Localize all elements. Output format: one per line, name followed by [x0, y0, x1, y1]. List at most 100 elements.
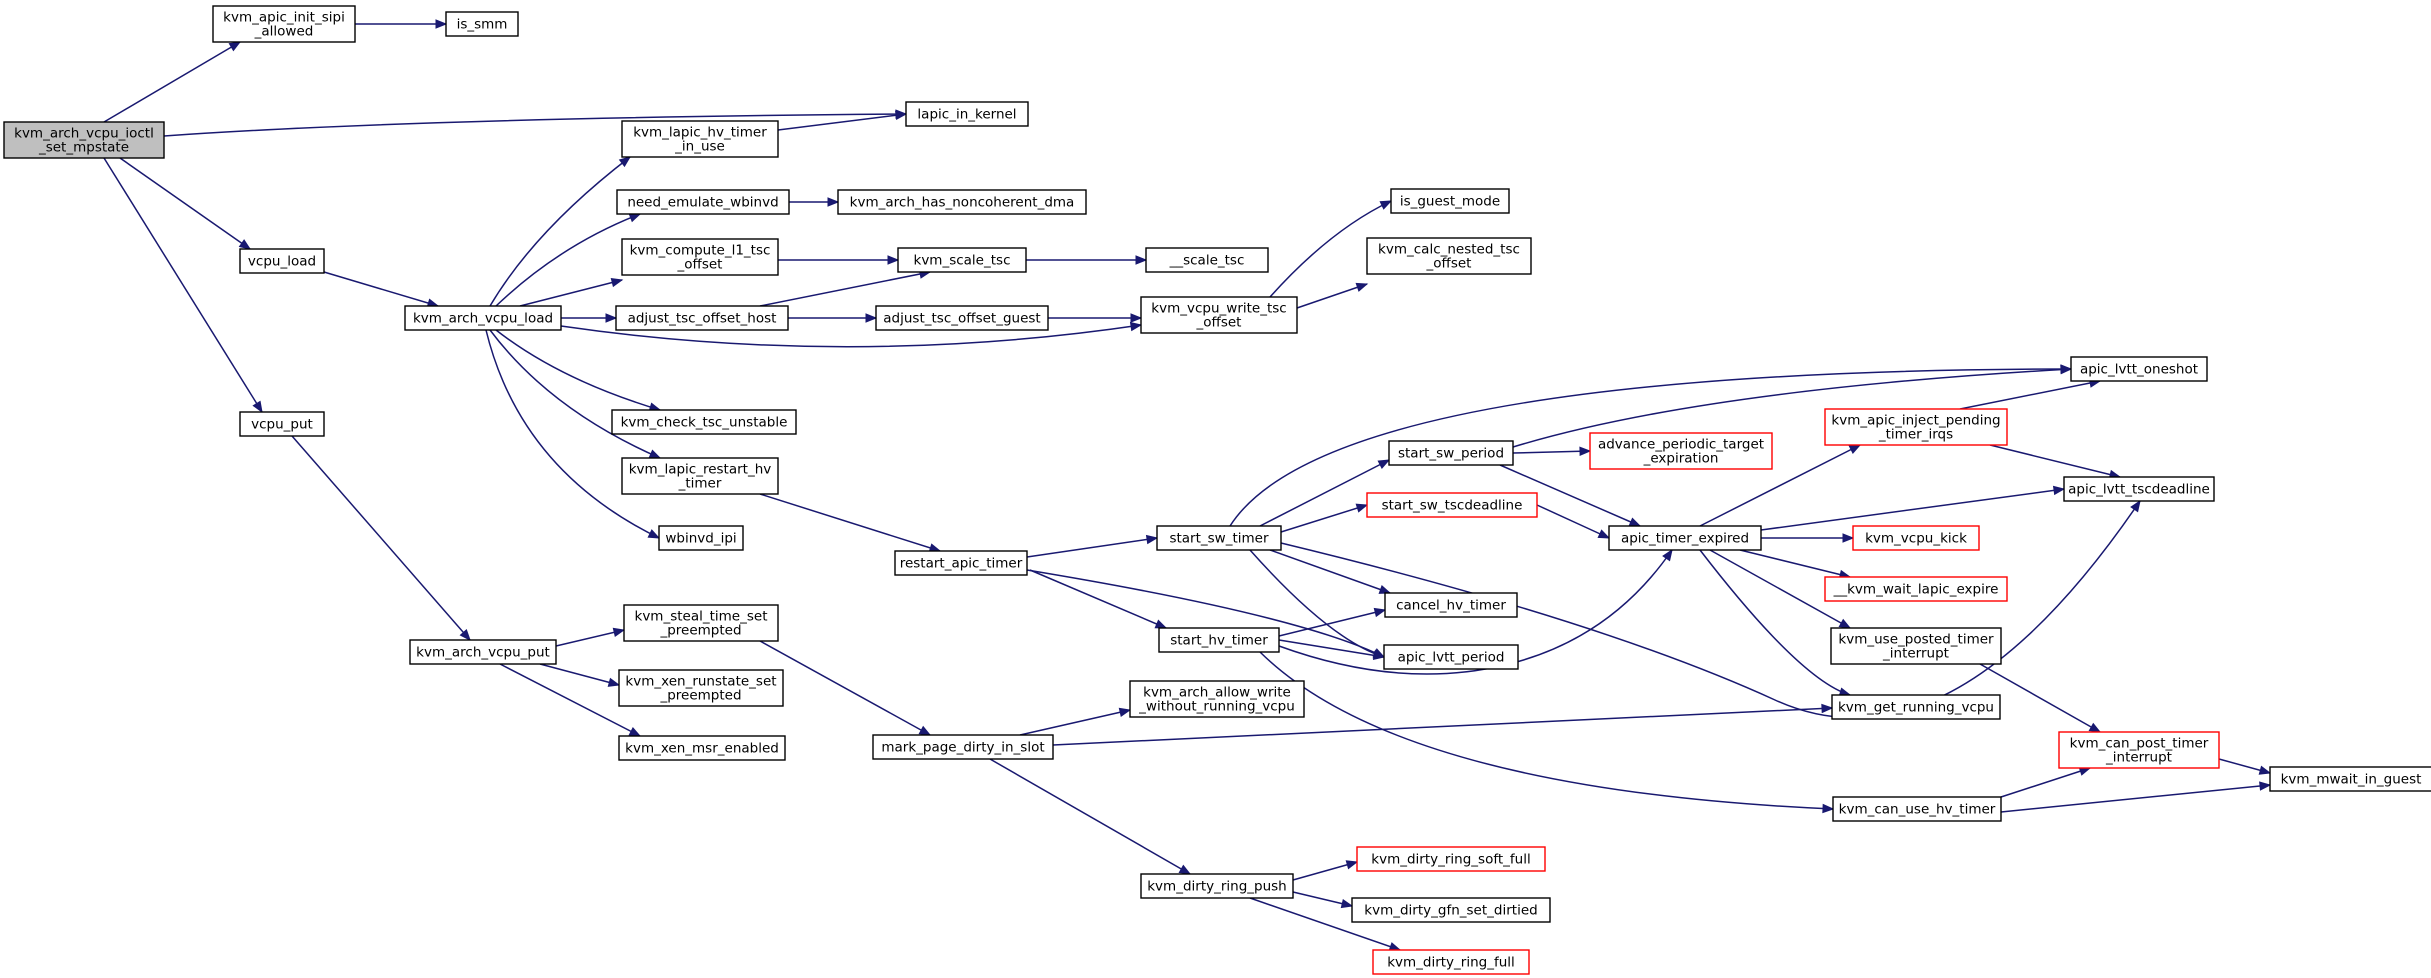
node-soft-full[interactable]: kvm_dirty_ring_soft_full	[1356, 846, 1546, 872]
edge-line	[163, 113, 907, 137]
edge-line	[555, 629, 625, 647]
node-arch-vcpu-put[interactable]: kvm_arch_vcpu_put	[409, 639, 557, 665]
node-running-vcpu[interactable]: kvm_get_running_vcpu	[1831, 694, 2001, 720]
node-hv-timer-in-use[interactable]: kvm_lapic_hv_timer_in_use	[621, 120, 779, 158]
node-ring-full[interactable]: kvm_dirty_ring_full	[1372, 949, 1530, 975]
node-xen-msr[interactable]: kvm_xen_msr_enabled	[618, 735, 786, 761]
node-cancel-hv[interactable]: cancel_hv_timer	[1384, 592, 1518, 618]
edge-scale_tsc-to-__scale_tsc	[1026, 255, 1148, 265]
node-label: kvm_apic_init_sipi	[223, 10, 345, 26]
node-label: lapic_in_kernel	[917, 107, 1016, 123]
node-adv-periodic[interactable]: advance_periodic_target_expiration	[1589, 432, 1773, 470]
node-box	[2070, 356, 2208, 382]
edge-inject_pending-to-lvtt_oneshot	[1959, 378, 2102, 410]
node-vcpu-load[interactable]: vcpu_load	[239, 248, 325, 274]
node-box	[2269, 766, 2431, 792]
node-posted-timer[interactable]: kvm_use_posted_timer_interrupt	[1830, 627, 2002, 665]
arrowhead-icon	[1848, 444, 1862, 454]
node-l1-tsc[interactable]: kvm_compute_l1_tsc_offset	[621, 238, 779, 276]
node-is-guest-mode[interactable]: is_guest_mode	[1390, 188, 1510, 214]
node-allow-write[interactable]: kvm_arch_allow_write_without_running_vcp…	[1129, 680, 1305, 718]
node-label: __kvm_wait_lapic_expire	[1833, 582, 1999, 598]
node-noncoherent[interactable]: kvm_arch_has_noncoherent_dma	[837, 189, 1087, 215]
arrowhead-icon	[647, 529, 661, 539]
node-restart-apic[interactable]: restart_apic_timer	[894, 550, 1028, 576]
node-lvtt-period[interactable]: apic_lvtt_period	[1383, 644, 1519, 670]
arrowhead-icon	[1129, 321, 1143, 332]
node-start-sw-timer[interactable]: start_sw_timer	[1156, 525, 1282, 551]
arrowhead-icon	[827, 197, 840, 207]
node-nested-tsc[interactable]: kvm_calc_nested_tsc_offset	[1366, 237, 1532, 275]
edge-arch_vcpu_load-to-l1_tsc	[519, 278, 624, 307]
node-box	[1351, 897, 1551, 923]
node-restart-hv[interactable]: kvm_lapic_restart_hv_timer	[621, 457, 779, 495]
edge-line	[1709, 549, 1851, 629]
node-root[interactable]: kvm_arch_vcpu_ioctl_set_mpstate	[3, 121, 165, 159]
node-label: kvm_xen_runstate_set	[625, 674, 776, 690]
node-vcpu-kick[interactable]: kvm_vcpu_kick	[1852, 525, 1980, 551]
node-label: apic_timer_expired	[1621, 531, 1749, 547]
edge-line	[1259, 459, 1390, 527]
node-label: kvm_can_post_timer	[2070, 736, 2209, 752]
node-check-tsc[interactable]: kvm_check_tsc_unstable	[611, 409, 797, 435]
node-timer-expired[interactable]: apic_timer_expired	[1608, 525, 1762, 551]
edge-mark_dirty-to-ring_push	[989, 758, 1192, 875]
edge-can_use_hv-to-can_post	[2000, 766, 2092, 798]
edge-line	[1229, 368, 2072, 527]
node-sw-tscdeadline[interactable]: start_sw_tscdeadline	[1366, 492, 1538, 518]
node-wait-lapic[interactable]: __kvm_wait_lapic_expire	[1824, 576, 2008, 602]
node-box	[1824, 576, 2008, 602]
arrowhead-icon	[228, 41, 242, 52]
node-gfn-dirtied[interactable]: kvm_dirty_gfn_set_dirtied	[1351, 897, 1551, 923]
edge-need_wbinvd-to-noncoherent	[789, 197, 840, 207]
edge-line	[989, 758, 1191, 875]
node-init-sipi[interactable]: kvm_apic_init_sipi_allowed	[212, 5, 356, 43]
node-label: kvm_xen_msr_enabled	[625, 741, 779, 757]
arrowhead-icon	[1340, 898, 1354, 909]
node-adj-guest[interactable]: adjust_tsc_offset_guest	[875, 305, 1049, 331]
edge-adj_host-to-adj_guest	[788, 313, 878, 323]
node-vcpu-put[interactable]: vcpu_put	[239, 411, 325, 437]
node-mark-dirty[interactable]: mark_page_dirty_in_slot	[872, 734, 1054, 760]
node-box	[1589, 432, 1773, 470]
edge-arch_vcpu_load-to-wbinvd_ipi	[485, 329, 661, 539]
node-box	[621, 457, 779, 495]
edge-line	[103, 41, 241, 123]
node-lapic-in-kernel[interactable]: lapic_in_kernel	[905, 101, 1029, 127]
node-steal-time[interactable]: kvm_steal_time_set_preempted	[623, 604, 779, 642]
node-ring-push[interactable]: kvm_dirty_ring_push	[1140, 873, 1294, 899]
node-start-sw-period[interactable]: start_sw_period	[1388, 440, 1514, 466]
node-adj-host[interactable]: adjust_tsc_offset_host	[615, 305, 789, 331]
node-lvtt-tscdl[interactable]: apic_lvtt_tscdeadline	[2063, 476, 2215, 502]
node-label: kvm_steal_time_set	[635, 609, 768, 625]
arrowhead-icon	[1135, 255, 1148, 265]
arrowhead-icon	[1145, 534, 1159, 545]
arrowhead-icon	[1345, 860, 1359, 870]
arrowhead-icon	[1821, 703, 1834, 714]
edge-inject_pending-to-lvtt_tscdl	[1989, 444, 2122, 480]
node-start-hv-timer[interactable]: start_hv_timer	[1158, 627, 1280, 653]
node-wbinvd-ipi[interactable]: wbinvd_ipi	[658, 525, 744, 551]
node-need-wbinvd[interactable]: need_emulate_wbinvd	[616, 189, 790, 215]
node-label: apic_lvtt_oneshot	[2080, 362, 2198, 378]
node-label: kvm_use_posted_timer	[1838, 632, 1994, 648]
edge-mark_dirty-to-running_vcpu	[1052, 703, 1834, 746]
node-arch-vcpu-load[interactable]: kvm_arch_vcpu_load	[404, 305, 562, 331]
node-mwait[interactable]: kvm_mwait_in_guest	[2269, 766, 2431, 792]
node-label: kvm_arch_vcpu_put	[416, 645, 550, 661]
node-can-post[interactable]: kvm_can_post_timer_interrupt	[2058, 731, 2220, 769]
arrowhead-icon	[459, 628, 471, 642]
node-xen-runstate[interactable]: kvm_xen_runstate_set_preempted	[618, 669, 784, 707]
node-lvtt-oneshot[interactable]: apic_lvtt_oneshot	[2070, 356, 2208, 382]
arrowhead-icon	[1118, 707, 1132, 717]
arrowhead-icon	[1373, 607, 1387, 618]
node-scale-tsc[interactable]: kvm_scale_tsc	[897, 247, 1027, 273]
node-write-tsc[interactable]: kvm_vcpu_write_tsc_offset	[1140, 296, 1298, 334]
node-label: start_sw_tscdeadline	[1382, 498, 1523, 514]
node-label: kvm_calc_nested_tsc	[1378, 242, 1520, 258]
node---scale-tsc[interactable]: __scale_tsc	[1145, 247, 1269, 273]
node-inject-pending[interactable]: kvm_apic_inject_pending_timer_irqs	[1824, 408, 2008, 446]
edge-arch_vcpu_load-to-restart_hv	[489, 329, 662, 459]
node-can-use-hv[interactable]: kvm_can_use_hv_timer	[1832, 796, 2002, 822]
node-is-smm[interactable]: is_smm	[445, 11, 519, 37]
